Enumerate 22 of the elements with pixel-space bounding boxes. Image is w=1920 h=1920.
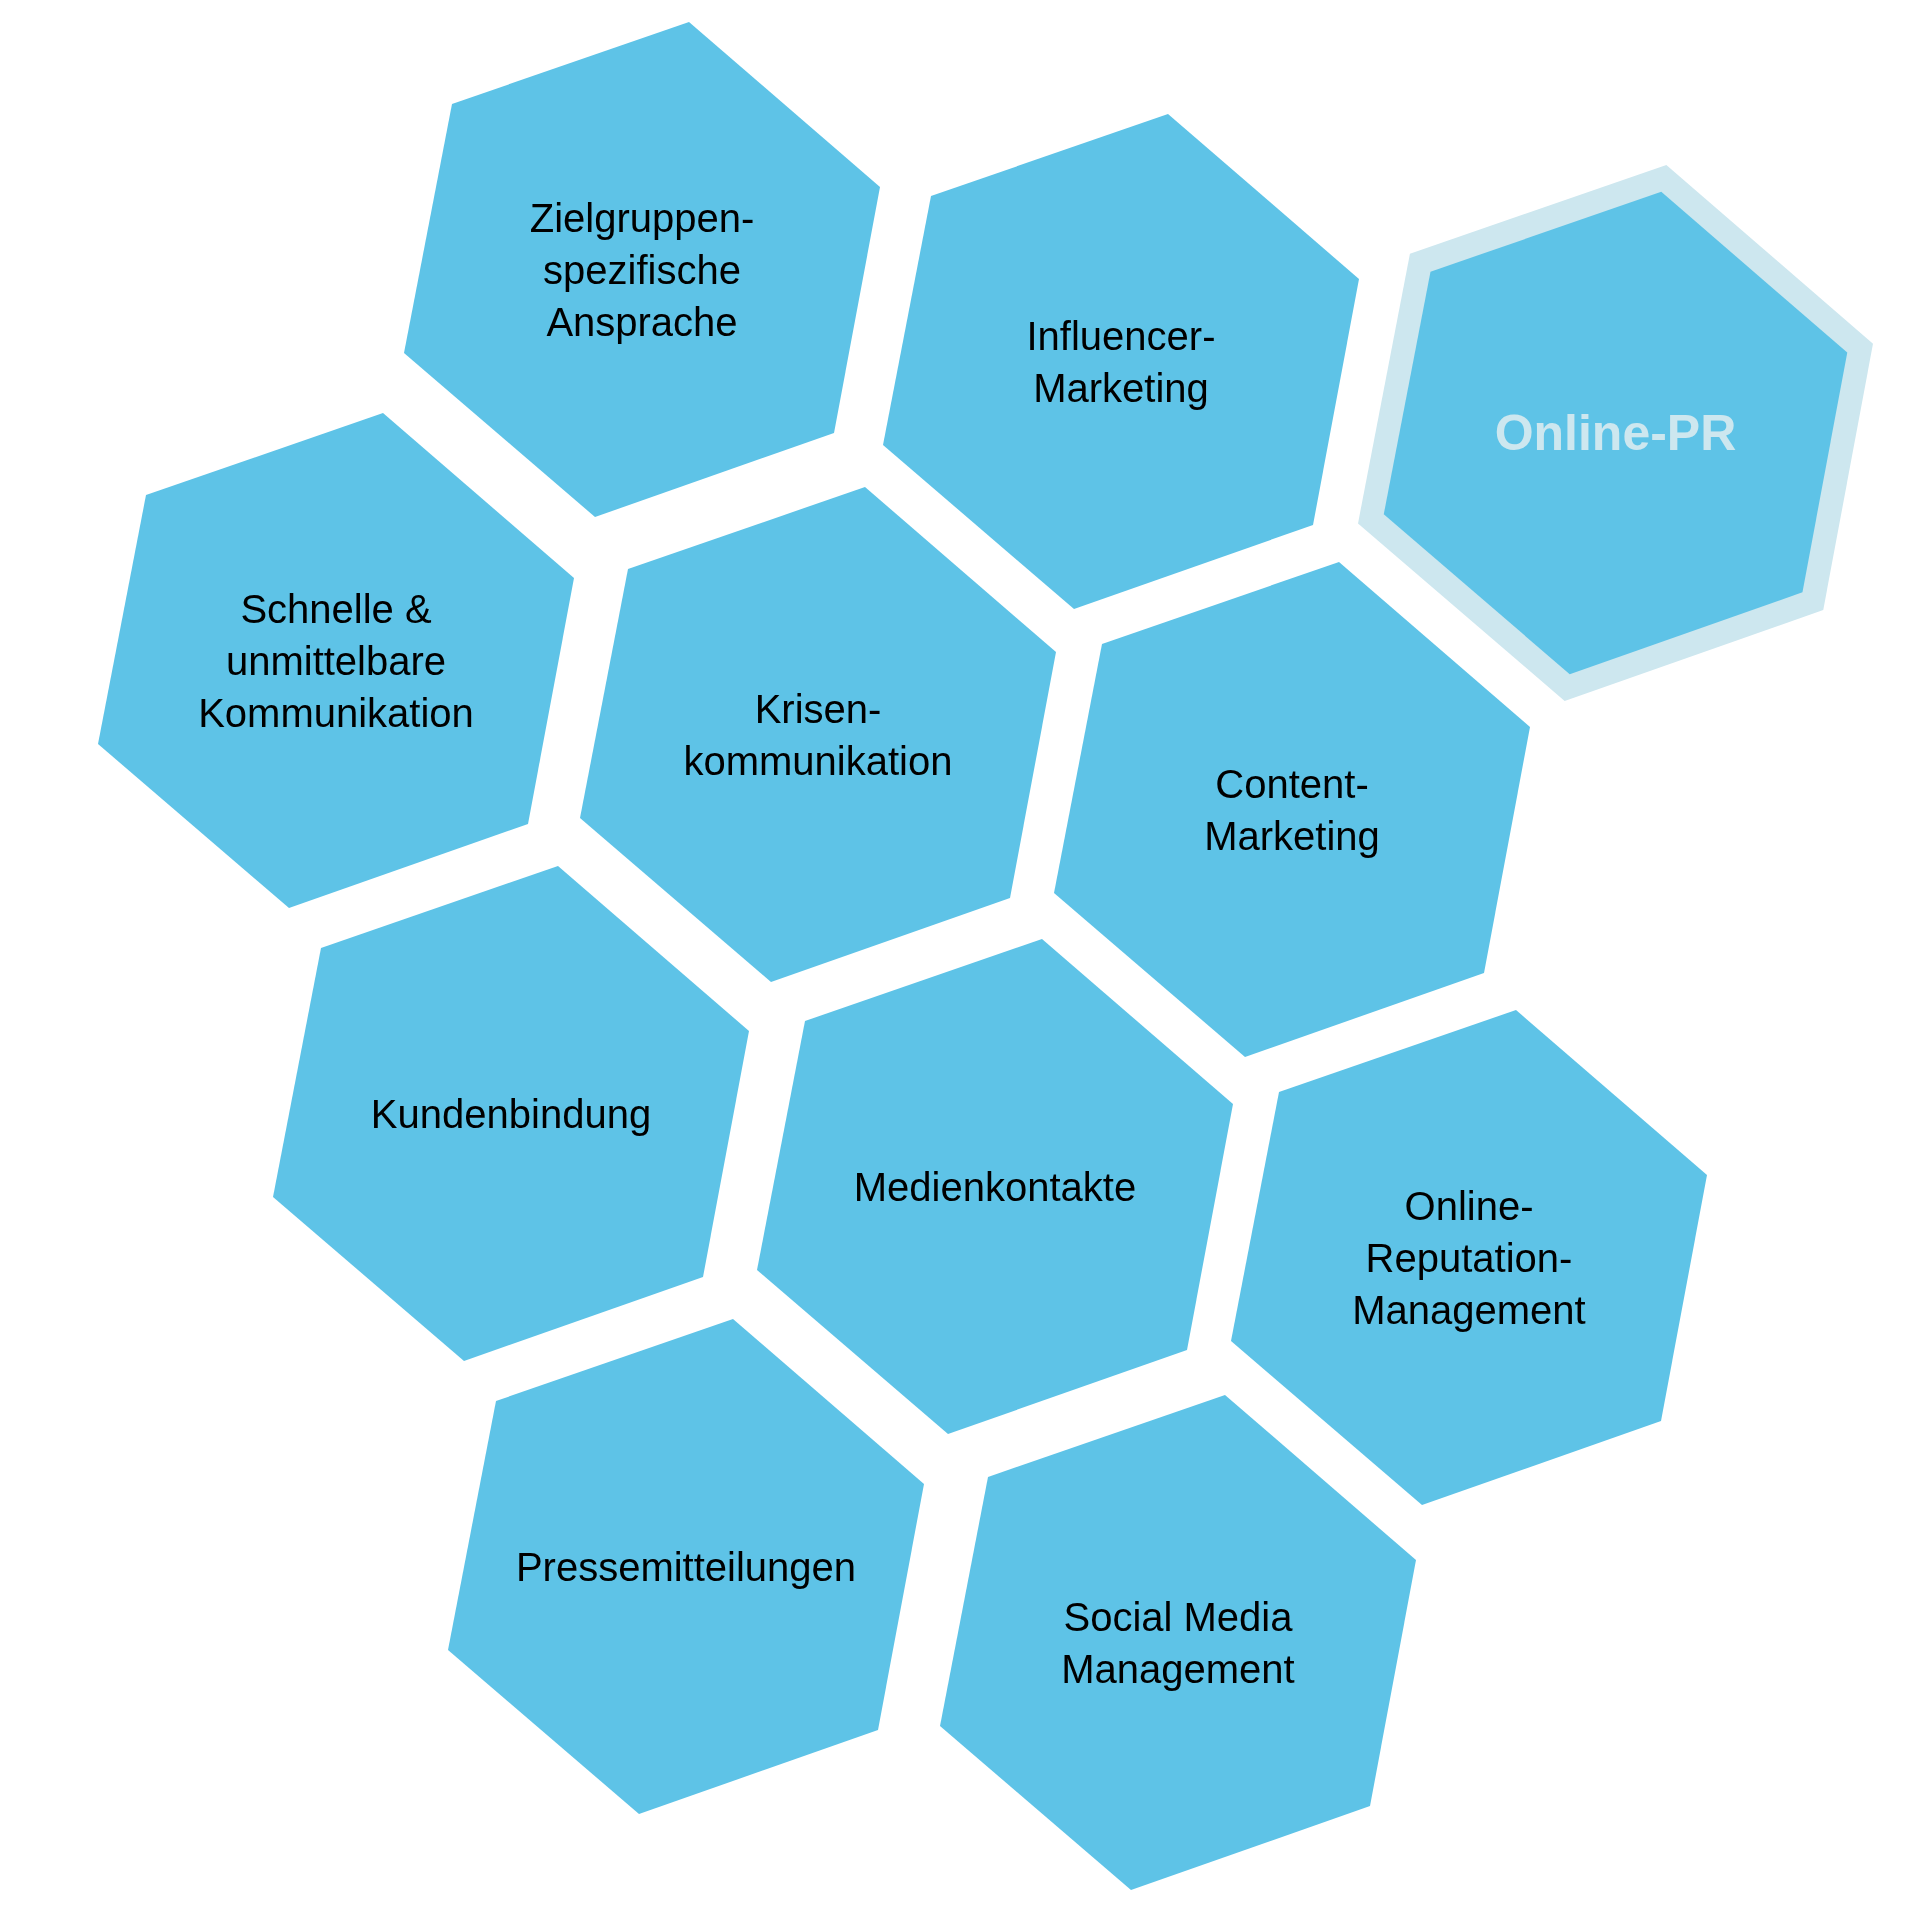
tile-label: Influencer- Marketing: [1025, 312, 1217, 412]
tile-label: Kundenbindung: [370, 1090, 652, 1138]
tile-title: Online-PR: [1494, 403, 1737, 463]
hexagon-tile: [448, 1319, 924, 1814]
tile-label: Content- Marketing: [1203, 760, 1381, 860]
hexagon-tile: [273, 866, 749, 1361]
tile-label: Zielgruppen- spezifische Ansprache: [528, 194, 756, 346]
hexagon-tile: [757, 939, 1233, 1434]
hexagon-tile: [404, 22, 880, 517]
hexagon-tile: [98, 413, 574, 908]
tile-label: Social Media Management: [1060, 1593, 1296, 1693]
tile-label: Pressemitteilungen: [515, 1543, 857, 1591]
hexagon-tile: [883, 114, 1359, 609]
tile-label: Online- Reputation- Management: [1351, 1182, 1587, 1334]
tile-label: Medienkontakte: [853, 1163, 1137, 1211]
hexagon-tile: [1231, 1010, 1707, 1505]
hexagon-tile: [1358, 165, 1873, 701]
hexagon-tile: [1054, 562, 1530, 1057]
tile-label: Krisen- kommunikation: [682, 685, 954, 785]
tile-label: Schnelle & unmittelbare Kommunikation: [197, 585, 475, 737]
hexagon-tile: [940, 1395, 1416, 1890]
hexagon-tile: [580, 487, 1056, 982]
